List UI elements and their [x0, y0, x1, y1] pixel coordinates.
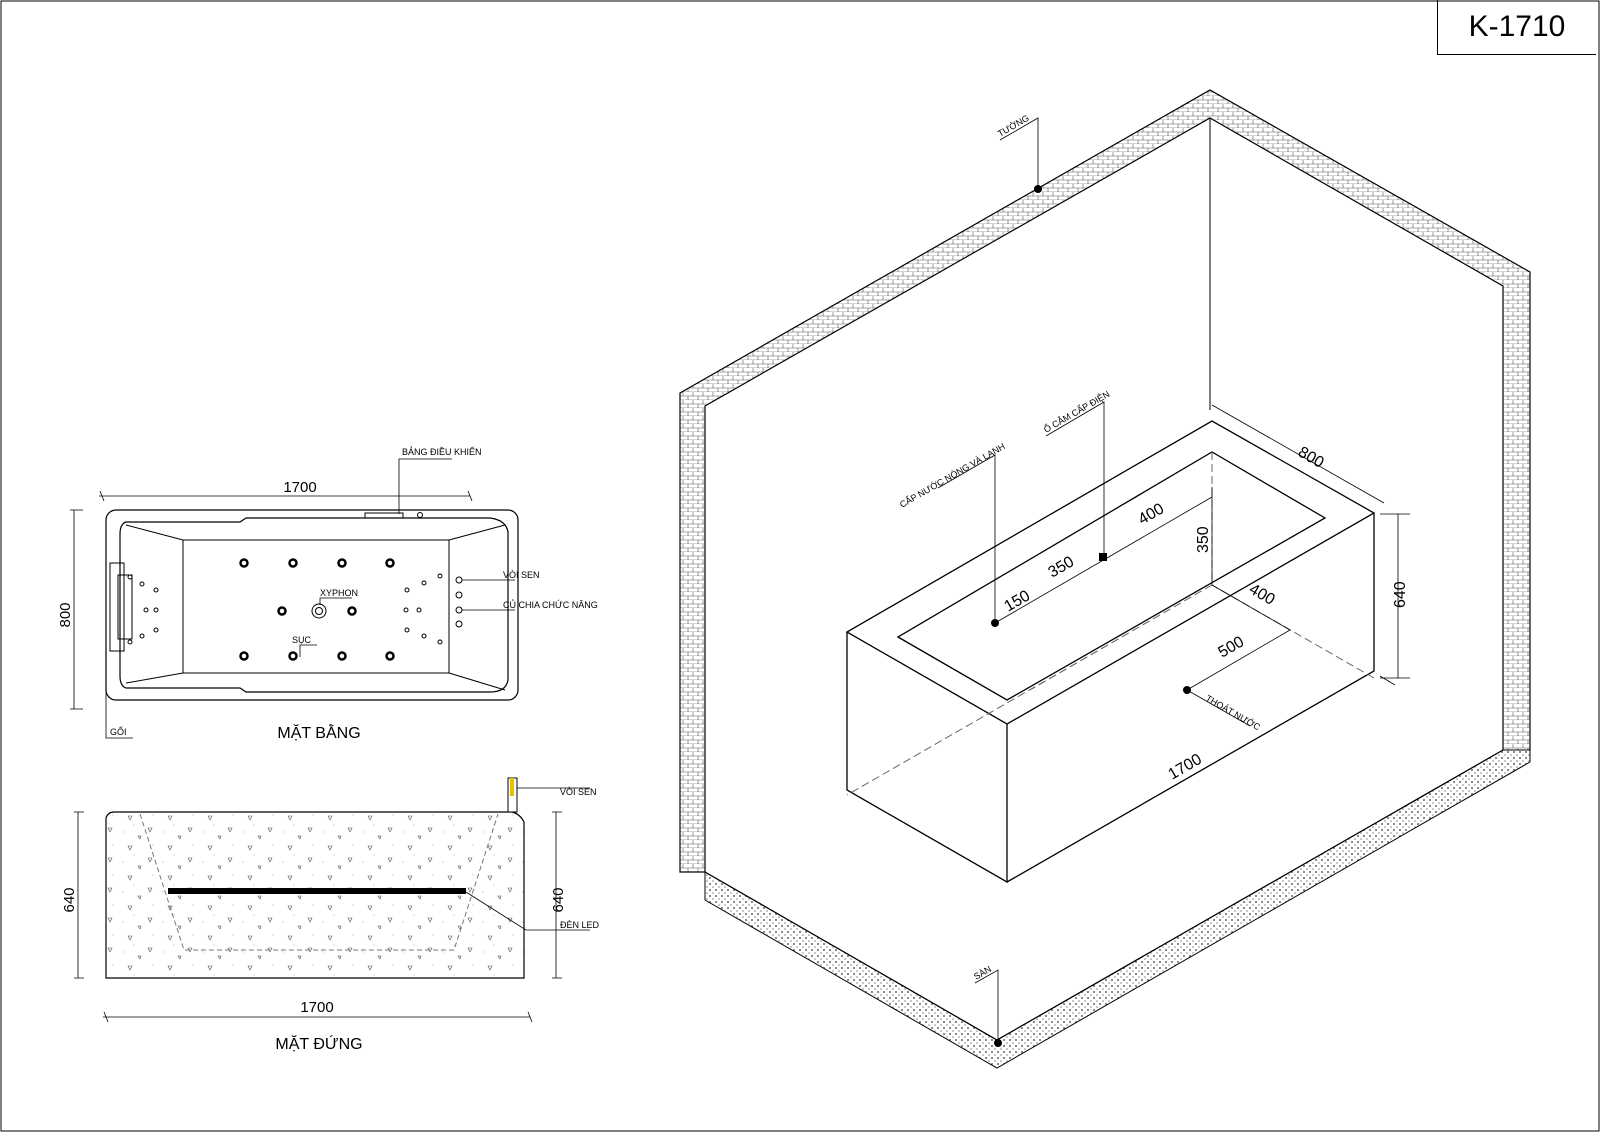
plan-dim-length: 1700 — [283, 479, 316, 496]
label-elev-shower: VÒI SEN — [560, 787, 597, 797]
plan-dim-width: 800 — [57, 602, 74, 627]
iso-dim-400-side: 400 — [1246, 581, 1278, 609]
iso-view: TƯỜNG SÀN CẤP NƯỚC NÓNG VÀ LẠNH Ổ CẮM CẤ… — [679, 89, 1531, 1069]
label-function-diverter: CỦ CHIA CHỨC NĂNG — [503, 599, 598, 610]
wall — [679, 89, 1531, 873]
iso-dim-height: 640 — [1392, 581, 1409, 608]
plan-view: 1700 800 BẢNG ĐIỀU KHIỂN VÒI SEN CỦ CHIA… — [57, 446, 598, 742]
jet-icons — [239, 558, 395, 661]
label-control-panel: BẢNG ĐIỀU KHIỂN — [402, 446, 482, 457]
label-wall: TƯỜNG — [996, 113, 1031, 139]
drawing-code: K-1710 — [1437, 0, 1596, 55]
led-strip — [168, 888, 466, 894]
elevation-view: VÒI SEN ĐÈN LED 640 640 1700 MẶT ĐỨNG — [61, 777, 600, 1053]
iso-dim-length: 1700 — [1166, 751, 1205, 784]
label-drain: THOÁT NƯỚC — [1204, 693, 1262, 733]
elev-dim-height-right: 640 — [550, 887, 567, 912]
elev-dim-length: 1700 — [300, 999, 333, 1016]
label-power-socket: Ổ CẮM CẤP ĐIỆN — [1042, 388, 1112, 435]
label-shower: VÒI SEN — [503, 570, 540, 580]
iso-dim-350-vertical: 350 — [1195, 526, 1212, 553]
label-jet: SỤC — [292, 635, 312, 645]
elev-dim-height-left: 640 — [61, 887, 78, 912]
label-led: ĐÈN LED — [560, 920, 600, 930]
label-drain: XYPHON — [320, 588, 358, 598]
drain-icon — [311, 603, 327, 619]
label-water-supply: CẤP NƯỚC NÓNG VÀ LẠNH — [898, 441, 1007, 510]
elevation-view-title: MẶT ĐỨNG — [275, 1034, 362, 1053]
plan-view-title: MẶT BẰNG — [277, 723, 360, 742]
label-pillow: GỐI — [110, 726, 127, 737]
